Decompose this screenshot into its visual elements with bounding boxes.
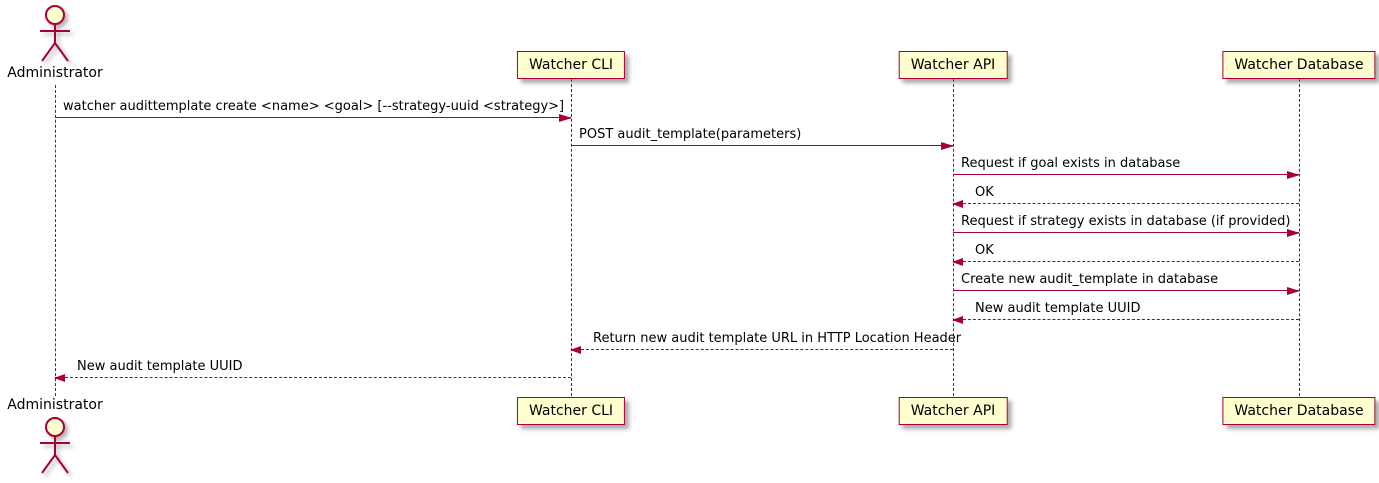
message-4-label: OK [975, 185, 994, 200]
actor-label-top: Administrator [7, 65, 103, 81]
message-9: Return new audit template URL in HTTP Lo… [570, 331, 962, 354]
arrow-left-icon [570, 346, 581, 354]
message-9-label: Return new audit template URL in HTTP Lo… [593, 331, 962, 346]
arrow-left-icon [54, 374, 65, 382]
actor-figure-icon [40, 5, 70, 62]
arrow-left-icon [952, 200, 963, 208]
lifeline-administrator [55, 85, 56, 396]
message-4: OK [952, 185, 1299, 208]
arrow-left-icon [952, 316, 963, 324]
message-10-label: New audit template UUID [77, 359, 243, 374]
arrow-left-icon [952, 258, 963, 266]
message-2: POST audit_template(parameters) [571, 127, 954, 150]
message-3: Request if goal exists in database [953, 156, 1300, 179]
message-5-label: Request if strategy exists in database (… [961, 214, 1291, 229]
arrow-right-icon [1287, 229, 1300, 237]
arrow-right-icon [1287, 171, 1300, 179]
participant-box-watcher-database-bottom: Watcher Database [1222, 397, 1376, 425]
arrow-right-icon [1287, 287, 1300, 295]
message-6: OK [952, 243, 1299, 266]
participant-box-watcher-api-bottom: Watcher API [898, 397, 1008, 425]
message-8: New audit template UUID [952, 301, 1299, 324]
message-6-label: OK [975, 243, 994, 258]
participant-box-watcher-database-top: Watcher Database [1222, 51, 1376, 79]
message-7-label: Create new audit_template in database [961, 272, 1219, 287]
participant-box-watcher-cli-bottom: Watcher CLI [516, 397, 626, 425]
message-1: watcher audittemplate create <name> <goa… [55, 99, 572, 122]
lifeline-watcher-cli [571, 79, 572, 396]
message-8-label: New audit template UUID [975, 301, 1141, 316]
participant-box-watcher-cli-top: Watcher CLI [516, 51, 626, 79]
message-7: Create new audit_template in database [953, 272, 1300, 295]
message-1-label: watcher audittemplate create <name> <goa… [63, 99, 565, 114]
lifeline-watcher-database [1299, 79, 1300, 396]
actor-label-bottom: Administrator [7, 397, 103, 413]
arrow-right-icon [941, 142, 954, 150]
actor-figure-icon [40, 417, 70, 474]
arrow-right-icon [559, 114, 572, 122]
participant-box-watcher-api-top: Watcher API [898, 51, 1008, 79]
message-2-label: POST audit_template(parameters) [579, 127, 802, 142]
message-10: New audit template UUID [54, 359, 571, 382]
lifeline-watcher-api [953, 79, 954, 396]
message-5: Request if strategy exists in database (… [953, 214, 1300, 237]
message-3-label: Request if goal exists in database [961, 156, 1181, 171]
